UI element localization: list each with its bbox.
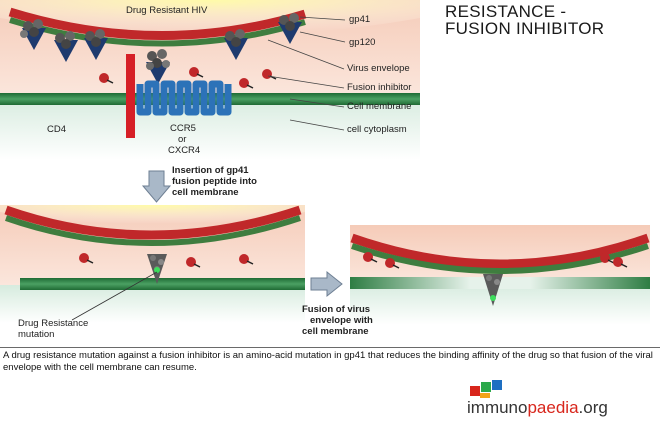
step1-line3: cell membrane [172,187,239,198]
caption-divider [0,347,660,348]
fusion-inhibitors-top [99,67,277,89]
virus-envelope-red [8,7,307,40]
fusion-inhibitor [99,73,114,84]
fusion-inhibitor [186,257,201,268]
virus-envelope-right [350,233,650,269]
cd4-receptor [126,54,135,138]
cell-cytoplasm-right [350,283,650,325]
gp120-cluster [84,29,108,60]
fusion-inhibitor [189,67,204,78]
virus-core-top [0,0,420,37]
bottom-left-panel [0,205,305,323]
gp120-cluster [278,13,302,44]
gp120-cluster [224,29,248,60]
fusion-inhibitor [239,254,254,265]
legend-cell-cytoplasm: cell cytoplasm [347,124,407,135]
arrow-down-icon [141,170,172,203]
fusion-inhibitor [239,78,254,89]
fusion-inhibitor [79,253,94,264]
fusion-inhibitor [385,258,400,269]
legend-gp41: gp41 [349,14,371,25]
logo-part3: .org [578,398,608,417]
virus-envelope-green-left [5,215,301,246]
gp120-cluster [54,31,78,62]
step1-line1: Insertion of gp41 [172,165,249,176]
virus-label: Drug Resistant HIV [126,5,208,16]
mutation-marker-right [490,295,496,301]
gp41-gp120-clusters [20,13,302,84]
fusion-inhibitor [600,253,615,264]
caption-text: A drug resistance mutation against a fus… [3,350,653,373]
mutation-leader [71,271,158,321]
arrow-right-icon [310,270,343,298]
bottom-right-panel [350,225,650,325]
gp120-cluster [20,19,46,50]
logo-wordmark: immunopaedia.org [467,398,608,418]
legend-cell-membrane: Cell membrane [347,101,412,112]
gp41-fusion-peptide-right [483,274,503,306]
logo-part1: immuno [467,398,528,417]
logo-cube-icon [470,380,502,398]
legend-gp120: gp120 [349,37,376,48]
title-line2: FUSION INHIBITOR [445,19,605,38]
mutation-label-line2: mutation [18,329,55,340]
fusion-inhibitors-left [79,253,254,268]
title-line1: RESISTANCE - [445,2,567,21]
coreceptor-label-line2: or [178,134,187,145]
mutation-marker [154,267,160,273]
cell-cytoplasm-left [0,285,305,323]
virus-envelope-green [9,17,306,47]
logo-part2: paedia [527,398,579,417]
mutation-label-line1: Drug Resistance [18,318,89,329]
fusion-inhibitor [613,257,628,268]
cd4-label: CD4 [47,124,67,135]
gp120-cluster [146,49,170,84]
cell-membrane-left [20,278,305,290]
virus-envelope-left [4,205,302,240]
coreceptor-label-line3: CXCR4 [168,145,201,156]
legend-fusion-inhibitor: Fusion inhibitor [347,82,412,93]
coreceptor-label-line1: CCR5 [170,123,196,134]
top-panel [0,0,420,160]
legend-leaders [267,16,346,131]
fusion-inhibitor [363,252,378,263]
legend-virus-envelope: Virus envelope [347,63,410,74]
step2-line3: cell membrane [302,326,369,337]
fusion-inhibitors-right [363,252,628,269]
step2-line1: Fusion of virus [302,304,371,315]
step2-line2: envelope with [310,315,373,326]
step1-line2: fusion peptide into [172,176,257,187]
coreceptor-ccr5-cxcr4 [136,80,232,116]
